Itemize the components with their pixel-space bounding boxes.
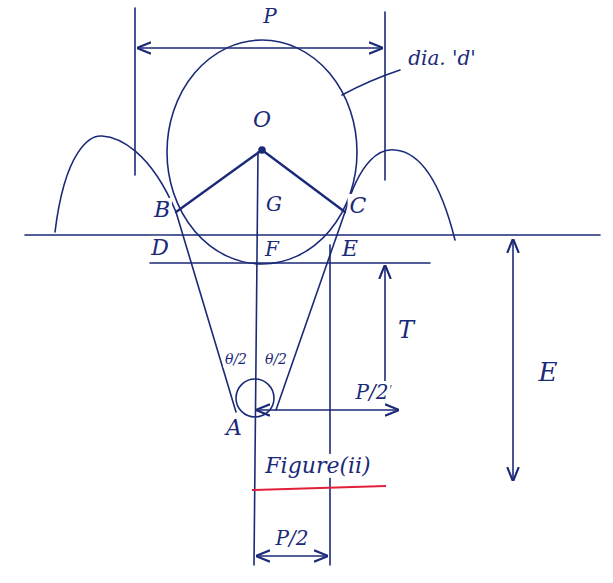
- thread-crest: [345, 150, 455, 240]
- dimension-label: A: [224, 416, 244, 440]
- caption-underline: [252, 486, 386, 490]
- dimension-label: O: [251, 108, 273, 132]
- dimension-label: G: [264, 193, 284, 215]
- thread-flank: [176, 212, 236, 412]
- dimension-line: [257, 409, 398, 411]
- thread-flank: [276, 212, 345, 410]
- dimension-label: D: [149, 236, 171, 260]
- radius-line: [176, 150, 262, 212]
- centre-line: [254, 152, 258, 565]
- centre-dot: [259, 147, 265, 153]
- figure-caption: Figure(ii): [263, 454, 372, 478]
- dimension-label: B: [152, 198, 172, 222]
- dimension-label: θ/2: [223, 352, 249, 367]
- dimension-label: P/2: [354, 381, 391, 403]
- leader-line: [342, 70, 400, 95]
- dimension-label: T: [396, 317, 416, 343]
- dimension-label: F: [263, 238, 281, 260]
- extension-line: [384, 12, 386, 180]
- dimension-line: [257, 555, 327, 557]
- dimension-line: [138, 47, 382, 49]
- dimension-label: P: [261, 5, 278, 27]
- extension-line: [329, 245, 331, 565]
- dimension-label: P/2: [274, 527, 311, 549]
- dimension-label: E: [537, 358, 560, 387]
- thread-crest: [55, 136, 176, 232]
- pitch-line: [25, 234, 600, 236]
- dimension-label: dia. 'd': [406, 47, 478, 69]
- dimension-label: C: [348, 194, 369, 218]
- dimension-line: [384, 266, 386, 398]
- dimension-label: E: [340, 237, 360, 261]
- dimension-label: θ/2: [263, 352, 289, 367]
- wire-circle: [167, 40, 357, 264]
- dimension-line: [512, 240, 514, 480]
- tangent-line: [150, 262, 430, 264]
